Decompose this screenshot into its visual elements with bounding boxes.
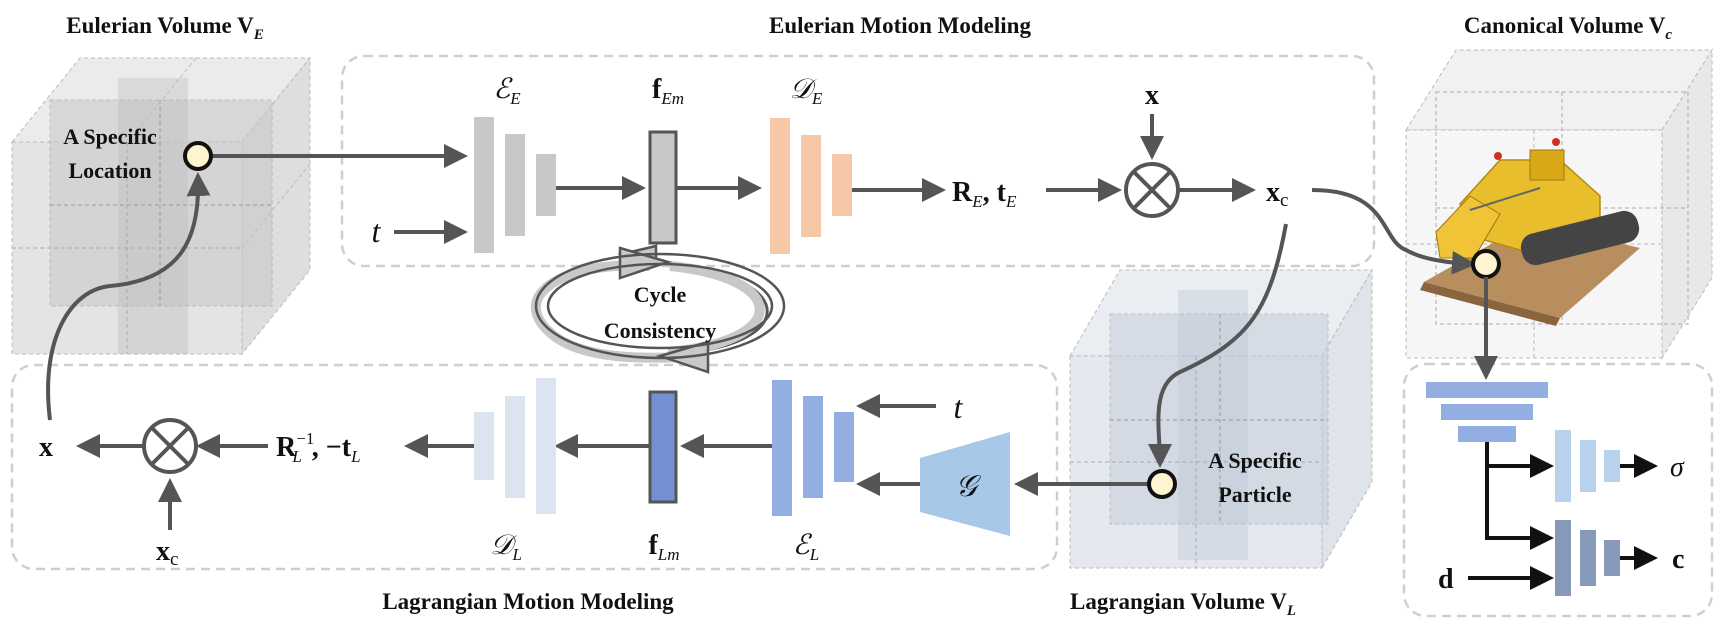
circled-times-icon-top xyxy=(1124,162,1180,218)
specific-location-label-1: A Specific xyxy=(63,124,157,149)
eulerian-volume-cube xyxy=(10,56,312,356)
color-branch xyxy=(1555,520,1620,596)
x-to-location-arrow xyxy=(46,172,211,421)
canonical-point-icon xyxy=(1471,249,1501,279)
specific-location-label-2: Location xyxy=(68,158,151,183)
lagrangian-volume-title: Lagrangian Volume VL xyxy=(1070,589,1296,619)
specific-particle-label-2: Particle xyxy=(1218,482,1292,507)
lagrangian-motion-title: Lagrangian Motion Modeling xyxy=(382,589,674,614)
eulerian-rt-output: RE, tE xyxy=(952,177,1017,211)
x-output-bottom: x xyxy=(39,432,53,463)
cycle-consistency-icon xyxy=(531,244,786,374)
cycle-label-1: Cycle xyxy=(634,282,687,307)
lagrangian-encoder-label: ℰL xyxy=(793,530,819,564)
lagrangian-feature-block xyxy=(648,390,678,504)
lagrangian-motion-frame xyxy=(10,363,1059,571)
eulerian-motion-frame xyxy=(340,54,1376,268)
xc-input-bottom: xc xyxy=(156,536,178,570)
head-to-color-branch-arrow xyxy=(1485,442,1554,550)
lagrangian-decoder-label: 𝒟L xyxy=(490,530,522,564)
eulerian-feature-label: fEm xyxy=(652,74,684,108)
eulerian-motion-title: Eulerian Motion Modeling xyxy=(769,13,1031,38)
sigma-output-label: σ xyxy=(1670,452,1685,483)
generator-block xyxy=(920,432,1010,536)
sigma-branch xyxy=(1555,430,1620,502)
eulerian-volume-title: Eulerian Volume VE xyxy=(66,13,263,43)
color-output-label: c xyxy=(1672,544,1684,575)
particle-point-icon xyxy=(1147,469,1177,499)
specific-particle-label-1: A Specific xyxy=(1208,448,1302,473)
xc-output-top: xc xyxy=(1266,177,1288,211)
canonical-volume-title: Canonical Volume Vc xyxy=(1464,13,1673,43)
lagrangian-encoder xyxy=(772,380,854,516)
xc-to-particle-arrow xyxy=(1147,223,1288,468)
eulerian-feature-block xyxy=(648,130,678,245)
lagrangian-feature-label: fLm xyxy=(648,530,679,564)
lagrangian-volume-cube xyxy=(1069,268,1373,570)
eulerian-encoder xyxy=(474,117,556,253)
x-input-top: x xyxy=(1145,80,1159,111)
cycle-label-2: Consistency xyxy=(604,318,716,343)
xc-to-canonical-arrow xyxy=(1311,188,1476,275)
eulerian-decoder xyxy=(770,118,852,254)
eulerian-encoder-label: ℰE xyxy=(493,74,521,108)
eulerian-decoder-label: 𝒟E xyxy=(790,74,823,108)
location-point-icon xyxy=(183,141,213,171)
bulldozer-scene-icon xyxy=(1420,138,1640,326)
time-input-bottom: t xyxy=(954,389,964,425)
circled-times-icon-bottom xyxy=(142,418,198,474)
lagrangian-decoder xyxy=(474,378,556,514)
density-color-head xyxy=(1426,382,1548,442)
time-input-top: t xyxy=(372,213,382,249)
direction-input-label: d xyxy=(1438,564,1454,595)
